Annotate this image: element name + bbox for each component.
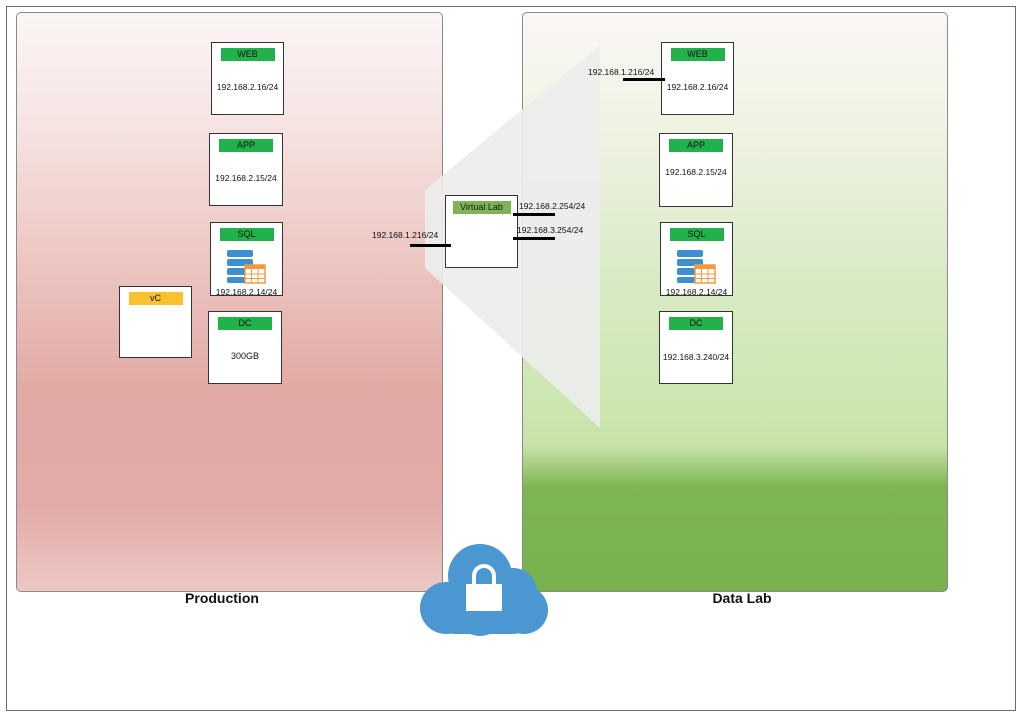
lab-database-table-icon (677, 250, 716, 284)
lab-sql-node[interactable]: SQL 192.168.2.14/24 (660, 222, 733, 297)
prod-web-ip: 192.168.2.16/24 (216, 82, 279, 92)
production-label: Production (185, 590, 259, 606)
lab-app-node[interactable]: APP 192.168.2.15/24 (659, 133, 733, 207)
virtual-lab-right-ip-bottom: 192.168.3.254/24 (517, 225, 584, 235)
virtual-lab-left-ip: 192.168.1.216/24 (372, 230, 439, 240)
lab-sql-tag: SQL (669, 228, 724, 241)
lab-app-tag: APP (669, 139, 723, 152)
lab-dc-ip: 192.168.3.240/24 (662, 352, 730, 362)
prod-app-node[interactable]: APP 192.168.2.15/24 (209, 133, 283, 206)
prod-web-node[interactable]: WEB 192.168.2.16/24 (211, 42, 284, 115)
prod-app-ip: 192.168.2.15/24 (215, 173, 277, 183)
prod-dc-node[interactable]: DC 300GB (208, 311, 282, 384)
virtual-lab-node[interactable]: Virtual Lab (445, 195, 518, 268)
prod-sql-ip: 192.168.2.14/24 (215, 287, 278, 297)
cloud-lock-icon (420, 544, 548, 636)
prod-database-table-icon (227, 250, 266, 284)
lab-web-tag: WEB (670, 48, 725, 61)
virtual-lab-right-nic-bottom (513, 237, 555, 240)
lab-app-ip: 192.168.2.15/24 (665, 167, 727, 177)
prod-vc-node[interactable]: vC (119, 286, 192, 358)
prod-dc-storage: 300GB (230, 351, 260, 361)
prod-web-tag: WEB (220, 48, 275, 61)
lab-dc-tag: DC (669, 317, 723, 330)
virtual-lab-left-nic (410, 244, 451, 247)
lab-sql-ip: 192.168.2.14/24 (665, 287, 728, 297)
prod-app-tag: APP (219, 139, 273, 152)
prod-dc-tag: DC (218, 317, 272, 330)
prod-sql-tag: SQL (219, 228, 274, 241)
virtual-lab-right-nic-top (513, 213, 555, 216)
lab-web-ext-nic (623, 78, 665, 81)
lab-dc-node[interactable]: DC 192.168.3.240/24 (659, 311, 733, 384)
lab-web-ext-ip: 192.168.1.216/24 (588, 67, 655, 77)
lab-web-ip: 192.168.2.16/24 (666, 82, 729, 92)
lab-web-node[interactable]: WEB 192.168.2.16/24 (661, 42, 734, 115)
prod-sql-node[interactable]: SQL 192.168.2.14/24 (210, 222, 283, 297)
prod-vc-tag: vC (128, 292, 183, 305)
virtual-lab-tag: Virtual Lab (452, 201, 511, 214)
virtual-lab-right-ip-top: 192.168.2.254/24 (519, 201, 586, 211)
datalab-label: Data Lab (712, 590, 772, 606)
